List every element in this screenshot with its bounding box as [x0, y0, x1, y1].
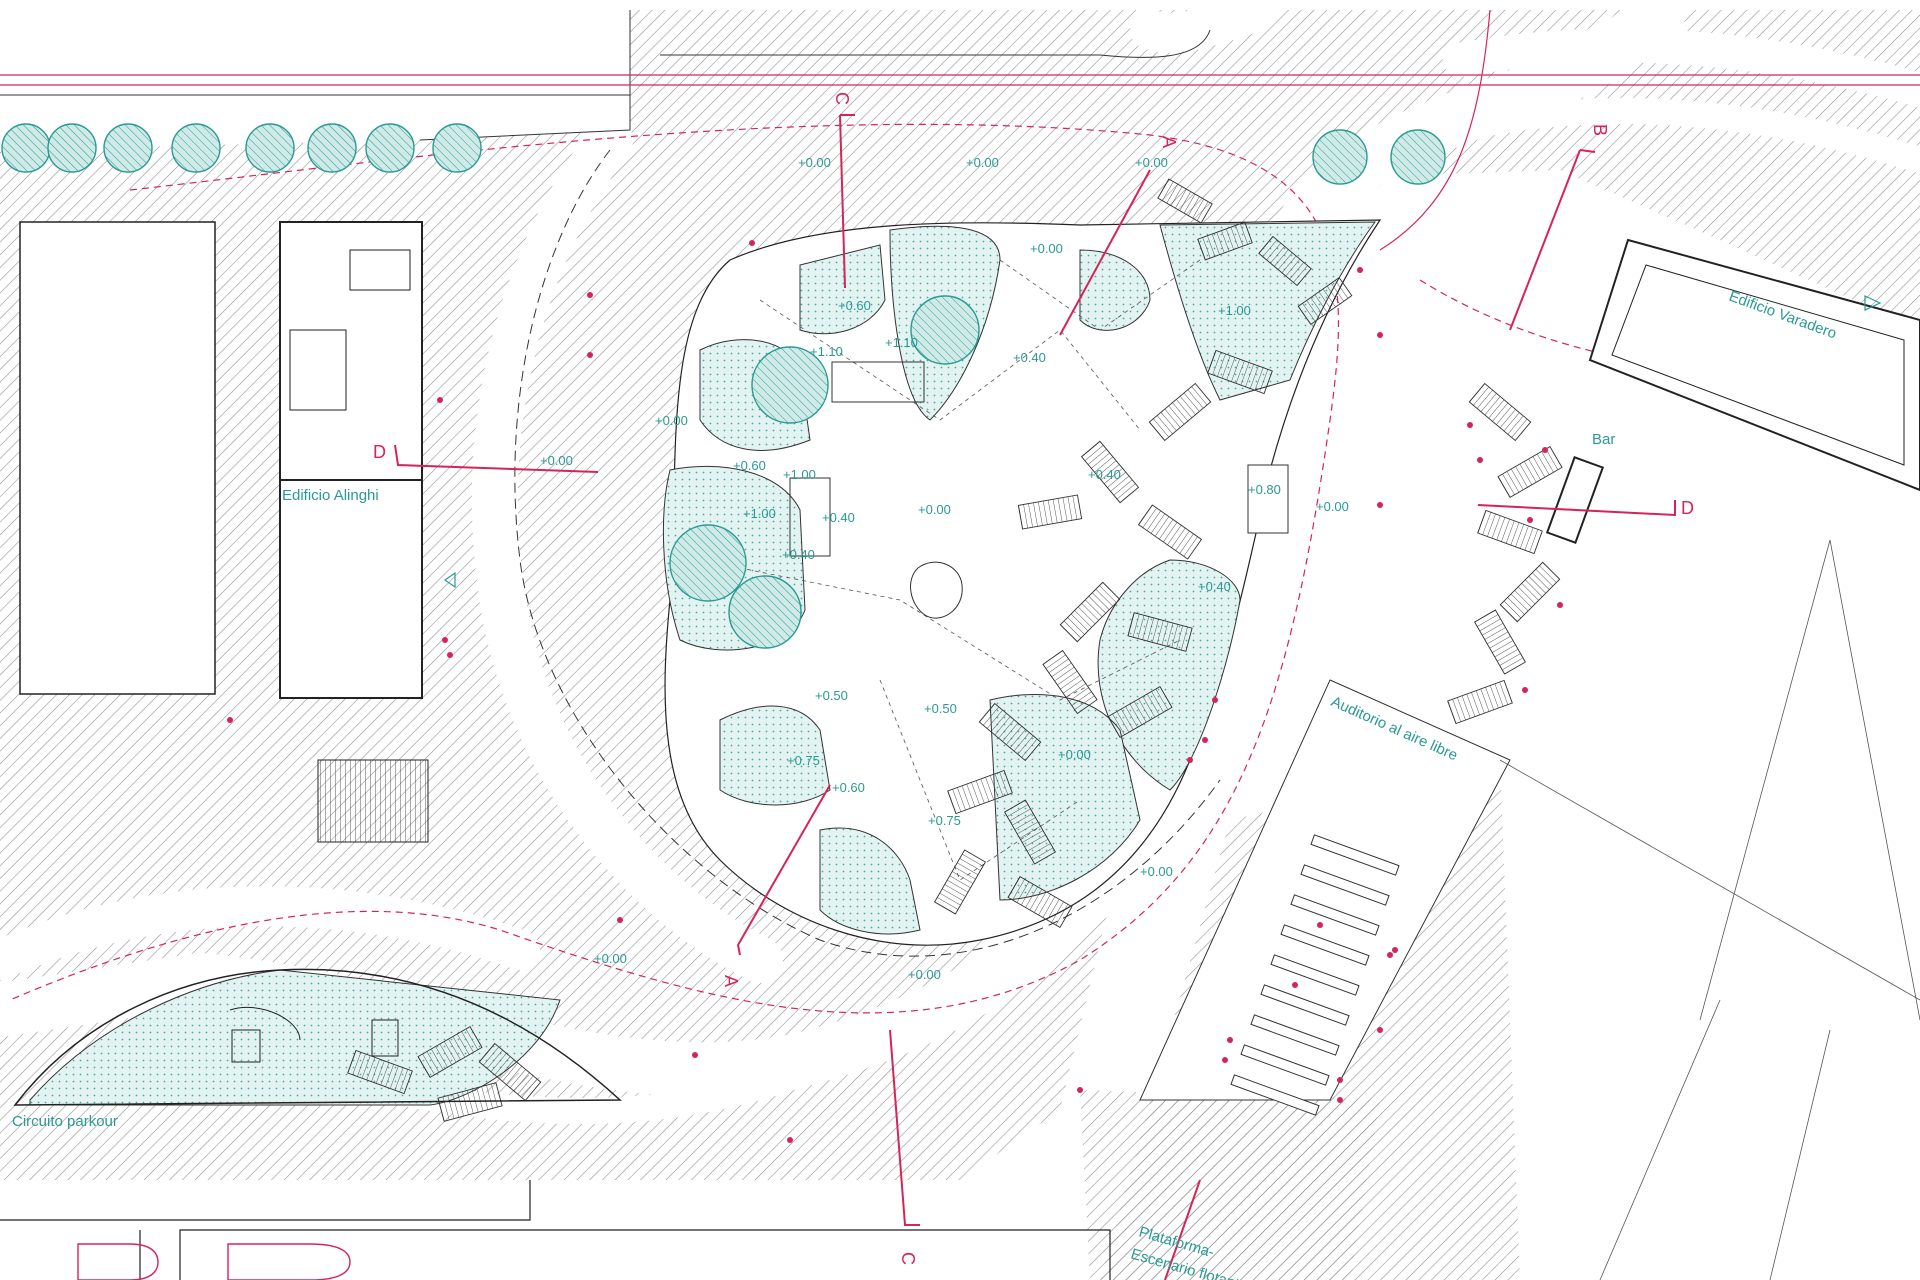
boat-icons: [77, 1243, 351, 1280]
elev-label: +0.00: [1140, 864, 1173, 879]
trees: [1, 123, 1446, 649]
elev-label: +0.40: [1088, 467, 1121, 482]
building-alinghi: [19, 221, 429, 843]
elev-label: +0.60: [838, 298, 871, 313]
elev-label: +1.00: [1218, 303, 1251, 318]
section-marker-b: B: [1590, 124, 1610, 136]
plaza-features: [789, 361, 1289, 619]
benches-stairs: [347, 178, 1563, 1122]
elev-label: +0.75: [928, 813, 961, 828]
building-varadero: [1588, 238, 1920, 492]
elev-label: +0.40: [1198, 579, 1231, 594]
elev-label: +0.50: [924, 701, 957, 716]
elev-label: +0.50: [815, 688, 848, 703]
bar-kiosk: [1545, 456, 1605, 544]
section-markers: A A B C C D D: [373, 92, 1694, 1265]
section-marker-a: A: [1159, 136, 1179, 148]
elev-label: +0.00: [966, 155, 999, 170]
elev-label: +0.00: [1030, 241, 1063, 256]
elev-label: +0.00: [1316, 499, 1349, 514]
section-marker-a: A: [721, 975, 741, 987]
section-marker-d: D: [1681, 498, 1694, 518]
pier-edge: [0, 1180, 1111, 1280]
elev-label: +1.00: [783, 467, 816, 482]
elev-label: +0.00: [655, 413, 688, 428]
section-marker-d: D: [373, 442, 386, 462]
elev-label: +0.80: [1248, 482, 1281, 497]
elev-label: +0.60: [832, 780, 865, 795]
plaza-guide-lines: [699, 259, 1201, 881]
people-markers: [227, 240, 1563, 1143]
elev-label: +0.40: [782, 547, 815, 562]
section-cut-lines: [394, 114, 1676, 1280]
elev-label: +0.00: [540, 453, 573, 468]
elev-label: +0.60: [733, 458, 766, 473]
label-edificio-alinghi: Edificio Alinghi: [282, 487, 379, 504]
dashed-path: [514, 149, 1221, 957]
elev-label: +0.75: [787, 753, 820, 768]
auditorium-zone: [1139, 679, 1511, 1116]
elev-label: +0.00: [594, 951, 627, 966]
elevation-labels: +0.00 +0.00 +0.00 +0.00 +0.60 +1.10 +1.1…: [540, 155, 1349, 982]
triangle-markers: [443, 295, 1882, 589]
label-bar: Bar: [1592, 431, 1615, 448]
label-circuito-parkour: Circuito parkour: [12, 1113, 118, 1130]
elev-label: +0.00: [918, 502, 951, 517]
road-edges: [0, 10, 1211, 141]
elev-label: +0.40: [1013, 350, 1046, 365]
elev-label: +1.10: [810, 344, 843, 359]
elev-label: +1.10: [885, 335, 918, 350]
right-site-lines: [1499, 539, 1920, 1280]
elev-label: +0.00: [1058, 747, 1091, 762]
elev-label: +1.00: [743, 506, 776, 521]
elev-label: +0.00: [908, 967, 941, 982]
parkour-island: [13, 968, 622, 1106]
section-marker-c: C: [832, 92, 852, 105]
section-marker-c: C: [898, 1252, 918, 1265]
elev-label: +0.40: [822, 510, 855, 525]
elev-label: +0.00: [1135, 155, 1168, 170]
elev-label: +0.00: [798, 155, 831, 170]
red-service-lines: [0, 9, 1920, 1014]
